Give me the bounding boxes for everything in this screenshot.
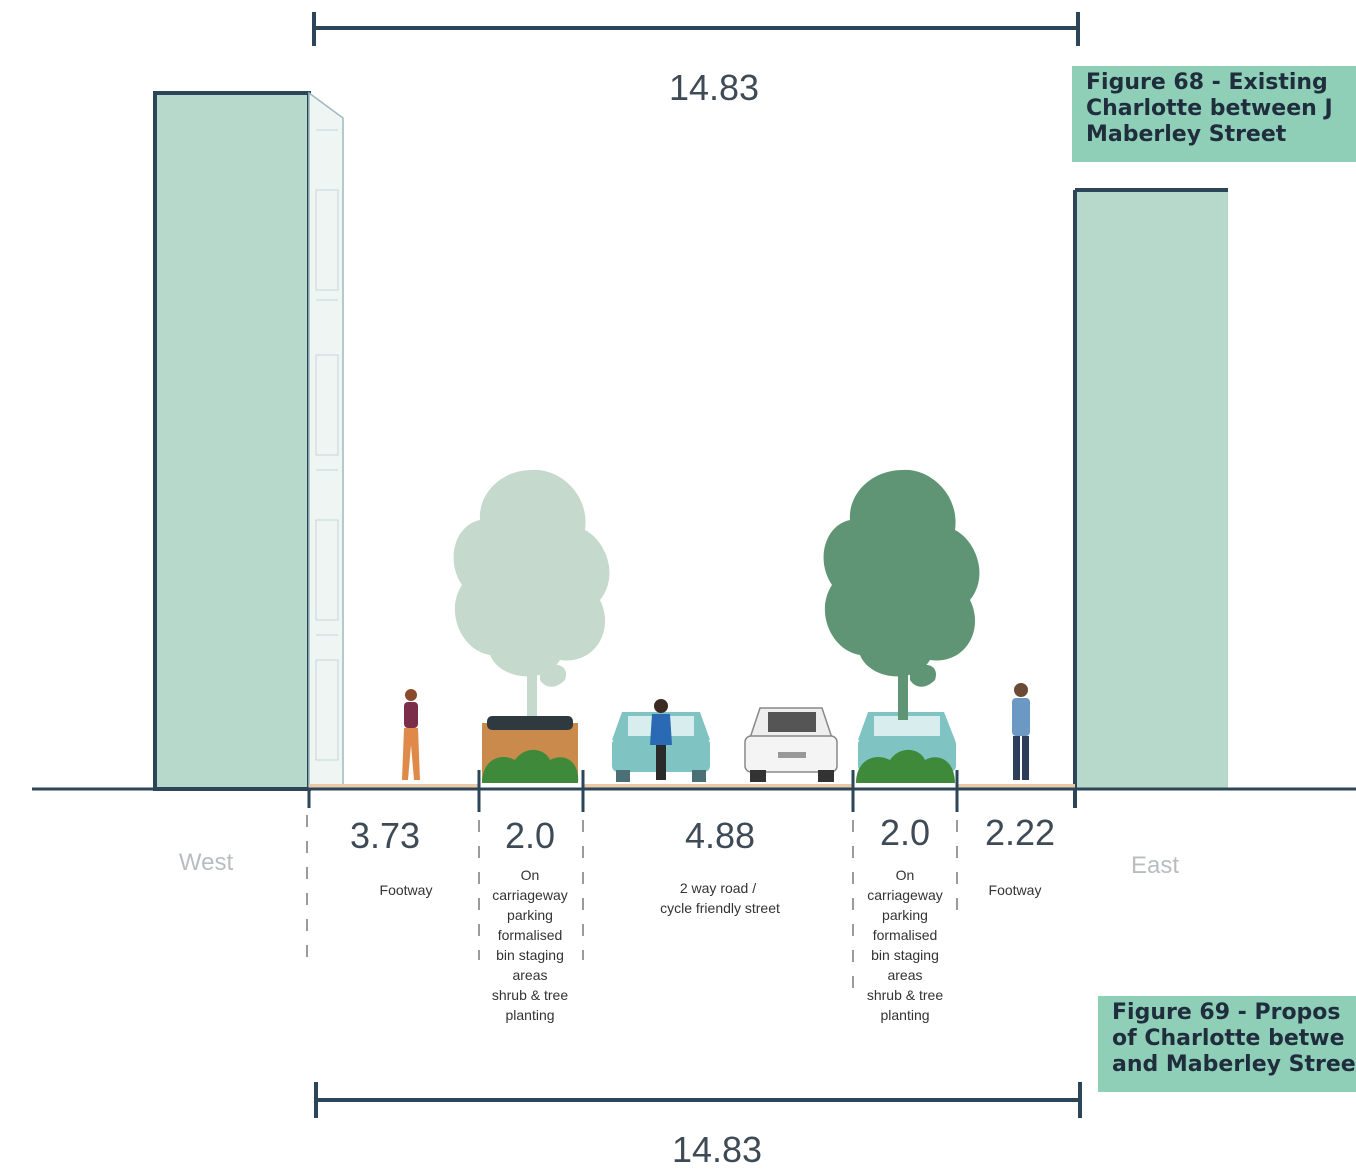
top-dimension-bar — [312, 12, 1080, 46]
segment-width-footway-west: 3.73 — [350, 815, 420, 856]
segment-width-road: 4.88 — [685, 815, 755, 856]
svg-text:cycle friendly street: cycle friendly street — [660, 900, 780, 916]
svg-text:On: On — [521, 867, 540, 883]
svg-text:carriageway: carriageway — [492, 887, 567, 903]
top-dimension-label: 14.83 — [669, 67, 759, 108]
svg-text:2 way road /: 2 way road / — [680, 880, 756, 896]
figure-69-caption: Figure 69 - Propos of Charlotte betwe an… — [1098, 996, 1356, 1092]
segment-width-footway-east: 2.22 — [985, 812, 1055, 853]
dashed-guides — [306, 815, 958, 1000]
west-label: West — [179, 849, 234, 876]
svg-text:formalised: formalised — [873, 927, 938, 943]
svg-text:planting: planting — [505, 1007, 554, 1023]
west-building — [153, 91, 311, 791]
east-footway-surface — [957, 784, 1075, 790]
planter-left — [482, 716, 579, 783]
pedestrian-west — [402, 689, 420, 780]
svg-text:carriageway: carriageway — [867, 887, 942, 903]
svg-text:shrub & tree: shrub & tree — [492, 987, 568, 1003]
bottom-dimension-bar — [314, 1082, 1082, 1118]
svg-text:areas: areas — [887, 967, 922, 983]
west-building-facade — [308, 91, 344, 790]
svg-text:On: On — [896, 867, 915, 883]
svg-text:shrub & tree: shrub & tree — [867, 987, 943, 1003]
segment-ticks — [307, 770, 959, 812]
pedestrian-east — [1012, 683, 1030, 780]
segment-desc-footway-west: Footway — [380, 882, 433, 898]
figure-68-caption: Figure 68 - Existing Charlotte between J… — [1072, 66, 1356, 162]
segment-width-parking-west: 2.0 — [505, 815, 555, 856]
svg-text:planting: planting — [880, 1007, 929, 1023]
segment-width-parking-east: 2.0 — [880, 812, 930, 853]
carriageway-surface — [583, 784, 853, 790]
svg-text:parking: parking — [882, 907, 928, 923]
svg-text:formalised: formalised — [498, 927, 563, 943]
car-white — [744, 707, 838, 782]
cyclist — [650, 699, 672, 780]
bottom-dimension-label: 14.83 — [672, 1129, 762, 1170]
tree-left — [453, 469, 610, 720]
shrub-right — [856, 749, 955, 783]
east-label: East — [1131, 852, 1179, 879]
svg-text:areas: areas — [512, 967, 547, 983]
svg-text:parking: parking — [507, 907, 553, 923]
segment-desc-road: 2 way road / cycle friendly street — [660, 880, 780, 916]
segment-desc-parking-east: On carriageway parking formalised bin st… — [867, 867, 943, 1023]
tree-right — [823, 469, 980, 720]
svg-text:bin staging: bin staging — [496, 947, 564, 963]
east-building — [1073, 188, 1228, 808]
segment-desc-parking-west: On carriageway parking formalised bin st… — [492, 867, 568, 1023]
west-footway-surface — [309, 784, 479, 790]
segment-desc-footway-east: Footway — [989, 882, 1042, 898]
svg-text:bin staging: bin staging — [871, 947, 939, 963]
